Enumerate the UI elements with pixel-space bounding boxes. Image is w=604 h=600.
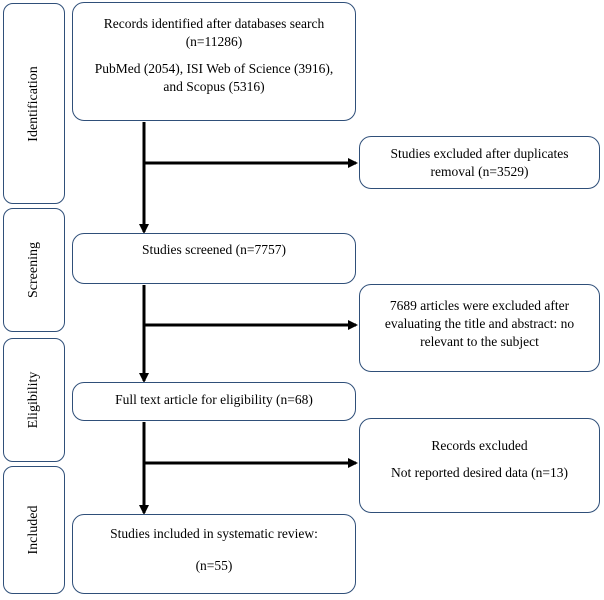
records-identified-sources: PubMed (2054), ISI Web of Science (3916)… bbox=[94, 61, 334, 76]
records-excluded-reason: Not reported desired data (n=13) bbox=[390, 465, 569, 480]
stage-screening: Screening bbox=[3, 208, 65, 332]
full-text-eligibility-text: Full text article for eligibility (n=68) bbox=[115, 392, 313, 407]
duplicates-excluded-box: Studies excluded after duplicates remova… bbox=[359, 136, 600, 189]
studies-screened-text: Studies screened (n=7757) bbox=[141, 242, 287, 257]
stage-eligibility: Eligibility bbox=[3, 338, 65, 462]
studies-included-title: Studies included in systematic review: bbox=[110, 526, 318, 541]
stage-identification: Identification bbox=[3, 3, 65, 204]
studies-included-box: Studies included in systematic review: (… bbox=[72, 514, 356, 594]
duplicates-excluded-line1: Studies excluded after duplicates bbox=[390, 146, 569, 161]
records-identified-title: Records identified after databases searc… bbox=[103, 16, 325, 31]
title-abstract-excluded-box: 7689 articles were excluded after evalua… bbox=[359, 284, 600, 372]
title-abstract-line1: 7689 articles were excluded after bbox=[389, 298, 570, 313]
full-text-eligibility-box: Full text article for eligibility (n=68) bbox=[72, 382, 356, 421]
records-identified-box: Records identified after databases searc… bbox=[72, 2, 356, 121]
duplicates-excluded-line2: removal (n=3529) bbox=[430, 164, 529, 179]
records-identified-sources-2: and Scopus (5316) bbox=[163, 79, 265, 94]
stage-included: Included bbox=[3, 466, 65, 594]
records-excluded-box: Records excluded Not reported desired da… bbox=[359, 418, 600, 513]
title-abstract-line2: evaluating the title and abstract: no bbox=[384, 316, 575, 331]
studies-screened-box: Studies screened (n=7757) bbox=[72, 233, 356, 284]
records-excluded-title: Records excluded bbox=[431, 438, 528, 453]
studies-included-count: (n=55) bbox=[195, 558, 233, 573]
records-identified-count: (n=11286) bbox=[185, 34, 243, 49]
title-abstract-line3: relevant to the subject bbox=[420, 334, 539, 349]
